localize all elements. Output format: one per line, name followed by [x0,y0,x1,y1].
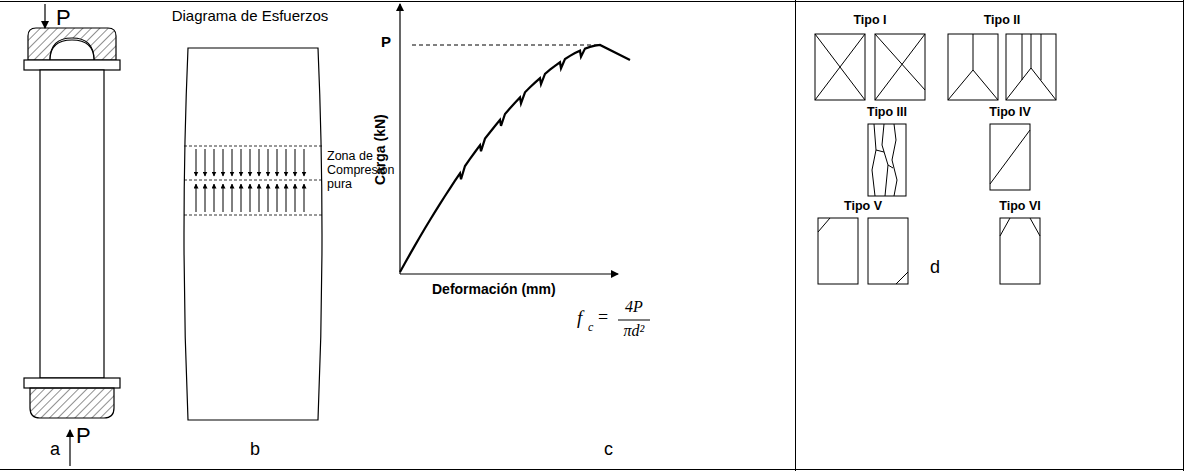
type-label: Tipo IV [989,106,1030,120]
formula-numerator: 4P [625,298,643,316]
failure-types [815,34,1056,284]
formula-symbol: f [577,308,582,329]
formula-operator: = [598,308,608,328]
formula-subscript: c [588,321,593,334]
panel-letter: b [250,440,260,460]
load-symbol: P [76,424,91,448]
type-label: Tipo V [844,200,882,214]
formula-denominator: πd² [624,322,645,340]
axis-title: Deformación (mm) [432,282,556,297]
type-label: Tipo VI [999,200,1040,214]
axis-value: P [381,34,391,51]
panel-letter: a [50,440,60,460]
panel-letter: c [604,440,613,460]
stress-diagram [184,48,322,420]
type-label: Tipo I [853,14,886,28]
type-label: Tipo II [984,14,1021,28]
compression-test [24,4,120,466]
load-graph [400,4,650,320]
panel-letter: d [930,258,940,278]
diagram-title: Diagrama de Esfuerzos [172,8,329,25]
axis-title: Carga (kN) [372,115,387,186]
zone-label: Zona de Compresión pura [327,150,399,191]
type-label: Tipo III [867,106,907,120]
load-symbol: P [56,6,71,30]
